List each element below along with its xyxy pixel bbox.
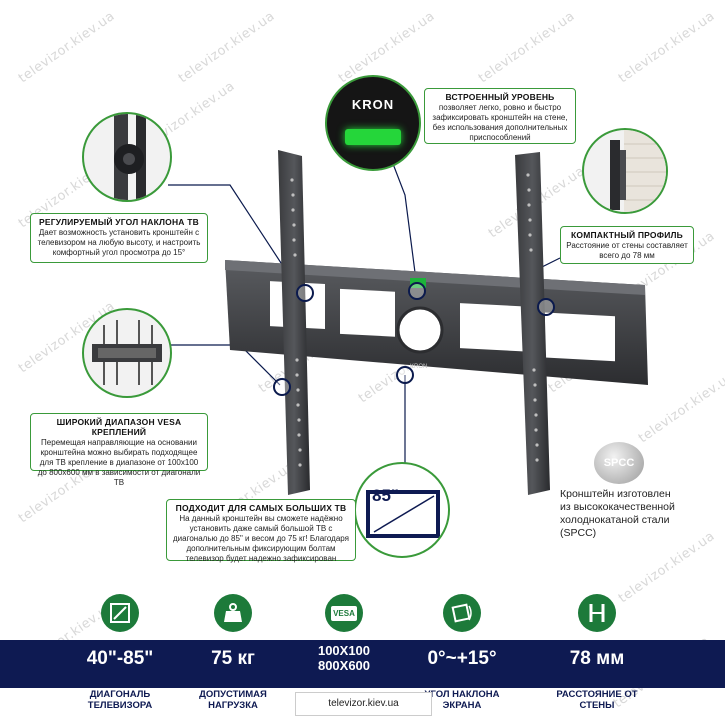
spec-distance-label: РАССТОЯНИЕ ОТ СТЕНЫ (556, 689, 638, 711)
callout-title: РЕГУЛИРУЕМЫЙ УГОЛ НАКЛОНА ТВ (39, 217, 199, 227)
spec-tilt-value: 0°~+15° (427, 648, 497, 669)
spec-diagonal-label: ДИАГОНАЛЬ ТЕЛЕВИЗОРА (87, 689, 153, 711)
svg-text:KRON: KRON (410, 364, 427, 370)
tilt-knob-photo (82, 112, 172, 202)
callout-title: ШИРОКИЙ ДИАПАЗОН VESA КРЕПЛЕНИЙ (56, 417, 182, 437)
spcc-badge-text: SPCC (603, 457, 635, 469)
spec-weight-value: 75 кг (211, 648, 255, 669)
spec-vesa-line2: 800X600 (317, 658, 371, 673)
spec-vesa-line1: 100X100 (317, 643, 371, 658)
vesa-icon-text: VESA (331, 605, 357, 621)
tv-wall-bracket-image: KRON (225, 150, 648, 495)
callout-profile: КОМПАКТНЫЙ ПРОФИЛЬ Расстояние от стены с… (560, 226, 694, 264)
footer-url: televizor.kiev.ua (295, 692, 432, 716)
callout-body: позволяет легко, ровно и быстро зафиксир… (432, 103, 568, 142)
pin-marker (408, 282, 426, 300)
callout-title: ВСТРОЕННЫЙ УРОВЕНЬ (445, 92, 555, 102)
vesa-range-photo (82, 308, 172, 398)
spec-tilt-label: УГОЛ НАКЛОНА ЭКРАНА (424, 689, 500, 711)
pin-marker (537, 298, 555, 316)
callout-level: ВСТРОЕННЫЙ УРОВЕНЬ позволяет легко, ровн… (424, 88, 576, 144)
weight-icon (214, 594, 252, 632)
spec-diagonal-value: 40"-85" (86, 648, 154, 669)
diagonal-icon (101, 594, 139, 632)
pin-marker (396, 366, 414, 384)
screen-size-photo: 85" (354, 462, 450, 558)
tilt-angle-icon (443, 594, 481, 632)
vesa-icon: VESA (325, 594, 363, 632)
callout-body: Перемещая направляющие на основании крон… (37, 438, 201, 487)
spcc-badge: SPCC (594, 442, 644, 484)
pin-marker (273, 378, 291, 396)
compact-profile-photo (582, 128, 668, 214)
kron-logo: KRON (351, 97, 395, 112)
screen-size-badge: 85" (372, 486, 399, 505)
callout-title: КОМПАКТНЫЙ ПРОФИЛЬ (571, 230, 683, 240)
callout-body: На данный кронштейн вы сможете надёжно у… (173, 514, 349, 563)
level-photo: KRON (325, 75, 421, 171)
spec-band (0, 640, 725, 688)
callout-tilt: РЕГУЛИРУЕМЫЙ УГОЛ НАКЛОНА ТВ Дает возмож… (30, 213, 208, 263)
callout-body: Расстояние от стены составляет всего до … (566, 241, 688, 260)
distance-icon (578, 594, 616, 632)
pin-marker (296, 284, 314, 302)
spec-distance-value: 78 мм (569, 648, 625, 669)
callout-big-tv: ПОДХОДИТ ДЛЯ САМЫХ БОЛЬШИХ ТВ На данный … (166, 499, 356, 563)
callout-body: Дает возможность установить кронштейн с … (37, 228, 201, 257)
callout-title: ПОДХОДИТ ДЛЯ САМЫХ БОЛЬШИХ ТВ (175, 503, 347, 513)
callout-vesa: ШИРОКИЙ ДИАПАЗОН VESA КРЕПЛЕНИЙ Перемеща… (30, 413, 208, 487)
spcc-description: Кронштейн изготовлен из высококачественн… (560, 488, 675, 539)
spec-vesa-value: 100X100 800X600 (279, 643, 409, 673)
spec-weight-label: ДОПУСТИМАЯ НАГРУЗКА (199, 689, 267, 711)
